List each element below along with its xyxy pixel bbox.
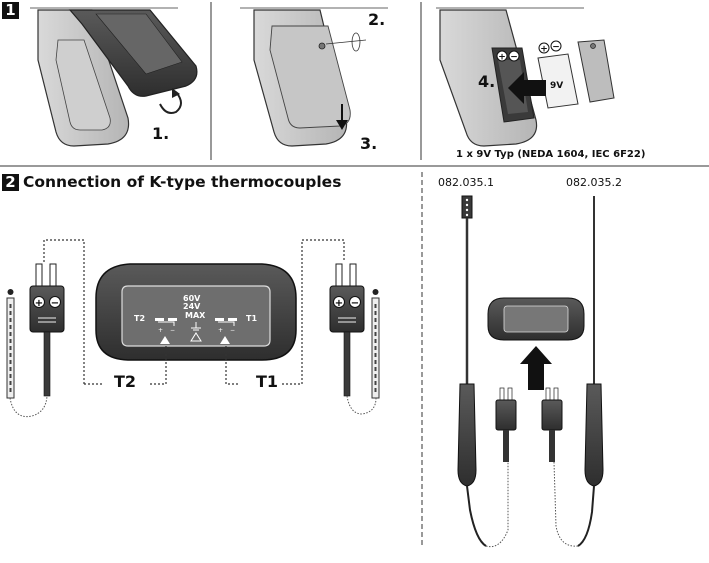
step-1-label: 1. (152, 124, 170, 143)
meter-voltage-dc: 60V (183, 294, 201, 303)
svg-text:−: − (230, 327, 235, 334)
thermocouple-right: + − (329, 263, 380, 415)
step-3-label: 3. (360, 134, 378, 153)
battery-label: 9V (550, 81, 564, 91)
svg-text:−: − (351, 298, 359, 309)
probe-082-035-2 (553, 196, 604, 547)
svg-text:+: + (35, 298, 43, 309)
meter-port-t1: T1 (246, 314, 258, 323)
step-4-label: 4. (478, 72, 496, 91)
svg-text:+: + (335, 298, 343, 309)
battery-compartment-panel: + − + − (439, 9, 615, 147)
svg-text:+: + (540, 45, 548, 55)
svg-text:−: − (552, 43, 560, 53)
svg-text:−: − (170, 327, 175, 334)
svg-text:−: − (510, 53, 518, 63)
thermocouple-left: + − (6, 263, 65, 418)
section-2-badge: 2 (2, 174, 19, 191)
battery-note: 1 x 9V Typ (NEDA 1604, IEC 6F22) (456, 149, 646, 160)
lead-label-t1: T1 (256, 372, 279, 391)
device-back-panel-1 (37, 9, 198, 147)
svg-text:+: + (498, 53, 506, 63)
step-2-label: 2. (368, 10, 386, 29)
meter-front: +− +− (95, 263, 297, 361)
meter-port-t2: T2 (134, 314, 146, 323)
svg-text:+: + (158, 327, 163, 334)
svg-text:−: − (51, 298, 59, 309)
lead-label-t2: T2 (114, 372, 137, 391)
insert-arrow (520, 346, 552, 390)
small-plug-right (541, 387, 563, 462)
probe-label-left: 082.035.1 (438, 176, 494, 189)
meter-max-label: MAX (185, 311, 206, 320)
device-back-panel-2 (253, 9, 367, 147)
section-2-title: Connection of K-type thermocouples (23, 173, 342, 191)
small-plug-left (495, 387, 517, 462)
probe-label-right: 082.035.2 (566, 176, 622, 189)
meter-voltage-ac: 24V (183, 302, 201, 311)
svg-text:+: + (218, 327, 223, 334)
section-1-badge: 1 (2, 2, 19, 19)
meter-small (487, 297, 585, 341)
probe-082-035-1 (457, 195, 509, 548)
